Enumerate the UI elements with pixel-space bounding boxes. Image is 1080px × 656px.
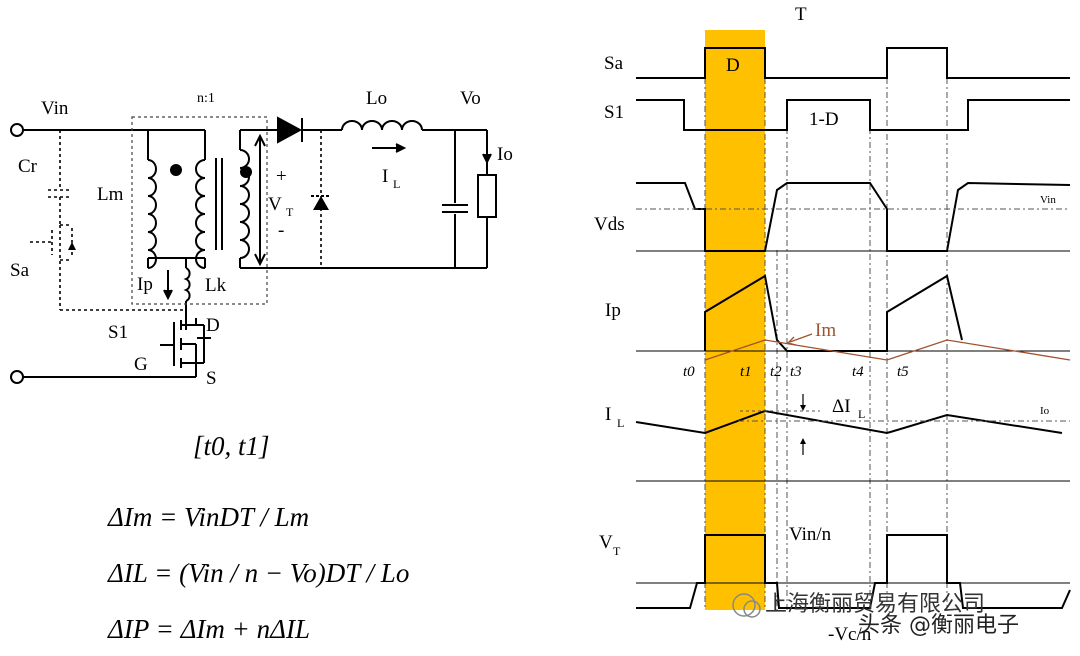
- trace-label-s1: S1: [604, 102, 624, 123]
- sa-waveform: [636, 47, 1070, 79]
- vt-high-label: Vin/n: [789, 524, 832, 545]
- label-io: Io: [497, 144, 513, 165]
- time-t1: t1: [740, 364, 752, 380]
- time-t0: t0: [683, 364, 695, 380]
- equation-delta-ip: ΔIP = ΔIm + nΔIL: [107, 614, 310, 644]
- polarity-dot-secondary: [240, 166, 252, 178]
- label-cr: Cr: [18, 156, 38, 177]
- trace-label-im: Im: [815, 320, 836, 341]
- wechat-icon: [732, 593, 756, 617]
- label-vt-sub: T: [286, 205, 294, 219]
- label-il: I: [382, 166, 388, 187]
- trace-label-vt: V: [599, 532, 613, 553]
- freewheel-diode: [313, 196, 329, 210]
- label-lm: Lm: [97, 184, 124, 205]
- label-s1: S1: [108, 322, 128, 343]
- lo-inductor: [341, 120, 423, 131]
- load-resistor: [477, 174, 497, 218]
- transformer-boundary: [131, 116, 268, 305]
- ground-terminal: [10, 370, 24, 384]
- label-sa: Sa: [10, 260, 30, 281]
- label-vin: Vin: [41, 98, 69, 119]
- primary-winding: [195, 159, 206, 269]
- s1-waveform: [636, 99, 1070, 131]
- im-waveform: [704, 339, 1071, 361]
- time-t5: t5: [897, 364, 909, 380]
- label-minus: -: [278, 220, 284, 241]
- trace-label-il: I: [605, 404, 611, 425]
- delta-il-label: ΔI: [832, 396, 851, 417]
- io-level-label: Io: [1040, 405, 1050, 417]
- secondary-winding: [239, 149, 250, 259]
- vds-vin-label: Vin: [1040, 194, 1056, 206]
- vds-waveform: [636, 181, 1071, 252]
- watermark: 上海衡丽贸易有限公司 头条 @衡丽电子: [732, 592, 1019, 638]
- lm-inductor: [147, 159, 157, 269]
- label-lo: Lo: [366, 88, 387, 109]
- duty-highlight: [705, 30, 765, 610]
- il-waveform: [635, 409, 1063, 435]
- duty-label: D: [726, 55, 740, 76]
- label-vo: Vo: [460, 88, 481, 109]
- complement-label: 1-D: [809, 109, 839, 130]
- interval-label: [t0, t1]: [193, 431, 270, 461]
- label-g: G: [134, 354, 148, 375]
- label-turns-ratio: n:1: [197, 91, 215, 106]
- output-diode: [277, 116, 303, 144]
- trace-label-il-sub: L: [617, 416, 624, 430]
- circuit-schematic: [10, 116, 497, 384]
- equation-delta-im: ΔIm = VinDT / Lm: [107, 502, 309, 532]
- equation-delta-il: ΔIL = (Vin / n − Vo)DT / Lo: [107, 558, 409, 588]
- lk-inductor: [183, 267, 191, 302]
- label-lk: Lk: [205, 275, 227, 296]
- label-d: D: [206, 315, 220, 336]
- time-t3: t3: [790, 364, 802, 380]
- period-label: T: [795, 4, 807, 25]
- vt-low-label: -Vc/n: [828, 624, 872, 645]
- delta-il-sub: L: [858, 407, 865, 421]
- label-vt: V: [268, 194, 282, 215]
- label-plus: +: [276, 166, 287, 187]
- watermark-company: 上海衡丽贸易有限公司: [765, 592, 985, 617]
- watermark-account: 头条 @衡丽电子: [858, 613, 1019, 638]
- clamp-branch: [30, 130, 186, 311]
- trace-label-sa: Sa: [604, 53, 624, 74]
- time-t4: t4: [852, 364, 864, 380]
- trace-label-ip: Ip: [605, 300, 621, 321]
- time-t2: t2: [770, 364, 782, 380]
- polarity-dot-primary: [170, 164, 182, 176]
- label-s: S: [206, 368, 217, 389]
- vin-terminal: [10, 123, 24, 137]
- trace-label-vt-sub: T: [613, 544, 621, 558]
- label-il-sub: L: [393, 177, 400, 191]
- label-ip: Ip: [137, 274, 153, 295]
- trace-label-vds: Vds: [594, 214, 625, 235]
